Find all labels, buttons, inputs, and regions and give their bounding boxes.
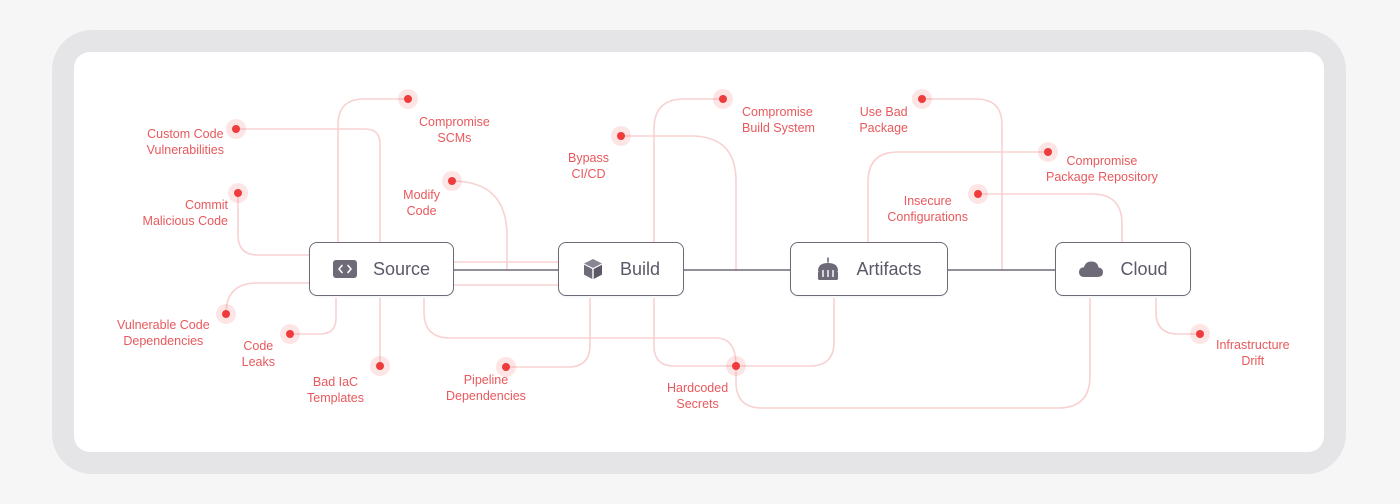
threat-dot-icon bbox=[1038, 142, 1058, 162]
connector-compromise-package-repository bbox=[867, 151, 1048, 242]
connector-code-leaks bbox=[290, 298, 337, 335]
stage-cloud[interactable]: Cloud bbox=[1055, 242, 1191, 296]
connector-hardcoded-secrets-cloud bbox=[735, 298, 1091, 409]
connector-use-bad-package bbox=[922, 98, 1003, 270]
connector-modify-code bbox=[451, 180, 508, 270]
package-icon bbox=[818, 257, 839, 280]
threat-dot-icon bbox=[1190, 324, 1210, 344]
connector-compromise-build-system bbox=[653, 98, 723, 242]
threat-dot-icon bbox=[912, 89, 932, 109]
stage-label: Build bbox=[619, 258, 661, 279]
connector-compromise-scms bbox=[337, 98, 408, 242]
stage-label: Cloud bbox=[1120, 258, 1168, 279]
connector-custom-code-vulnerabilities bbox=[236, 128, 381, 242]
threat-dot-icon bbox=[968, 184, 988, 204]
threat-dot-icon bbox=[726, 356, 746, 376]
threat-connectors bbox=[225, 98, 1198, 409]
cloud-icon bbox=[1079, 261, 1104, 277]
box-icon bbox=[583, 259, 602, 279]
threat-dot-icon bbox=[611, 126, 631, 146]
connector-hardcoded-secrets-artifacts bbox=[736, 298, 835, 367]
stage-build[interactable]: Build bbox=[558, 242, 684, 296]
stage-artifacts[interactable]: Artifacts bbox=[790, 242, 948, 296]
stage-source[interactable]: Source bbox=[309, 242, 454, 296]
threat-dot-icon bbox=[496, 357, 516, 377]
threat-dot-icon bbox=[216, 304, 236, 324]
connector-bypass-ci-cd bbox=[621, 135, 737, 270]
stage-label: Artifacts bbox=[856, 258, 922, 279]
threat-dot-icon bbox=[442, 171, 462, 191]
threat-dot-icon bbox=[370, 356, 390, 376]
threat-dot-icon bbox=[398, 89, 418, 109]
threat-dot-icon bbox=[713, 89, 733, 109]
connector-hardcoded-secrets-build bbox=[653, 298, 736, 367]
threat-dot-icon bbox=[280, 324, 300, 344]
threat-dot-icon bbox=[228, 183, 248, 203]
threat-dot-icon bbox=[226, 119, 246, 139]
connector-infrastructure-drift bbox=[1155, 298, 1198, 335]
connector-commit-malicious-code bbox=[237, 193, 310, 256]
connector-pipeline-dependencies bbox=[506, 298, 591, 368]
connector-vulnerable-code-dependencies bbox=[225, 282, 310, 315]
stage-label: Source bbox=[372, 258, 431, 279]
connector-hardcoded-secrets-source bbox=[423, 298, 737, 367]
connector-insecure-configurations bbox=[978, 193, 1123, 242]
code-icon bbox=[332, 260, 357, 278]
